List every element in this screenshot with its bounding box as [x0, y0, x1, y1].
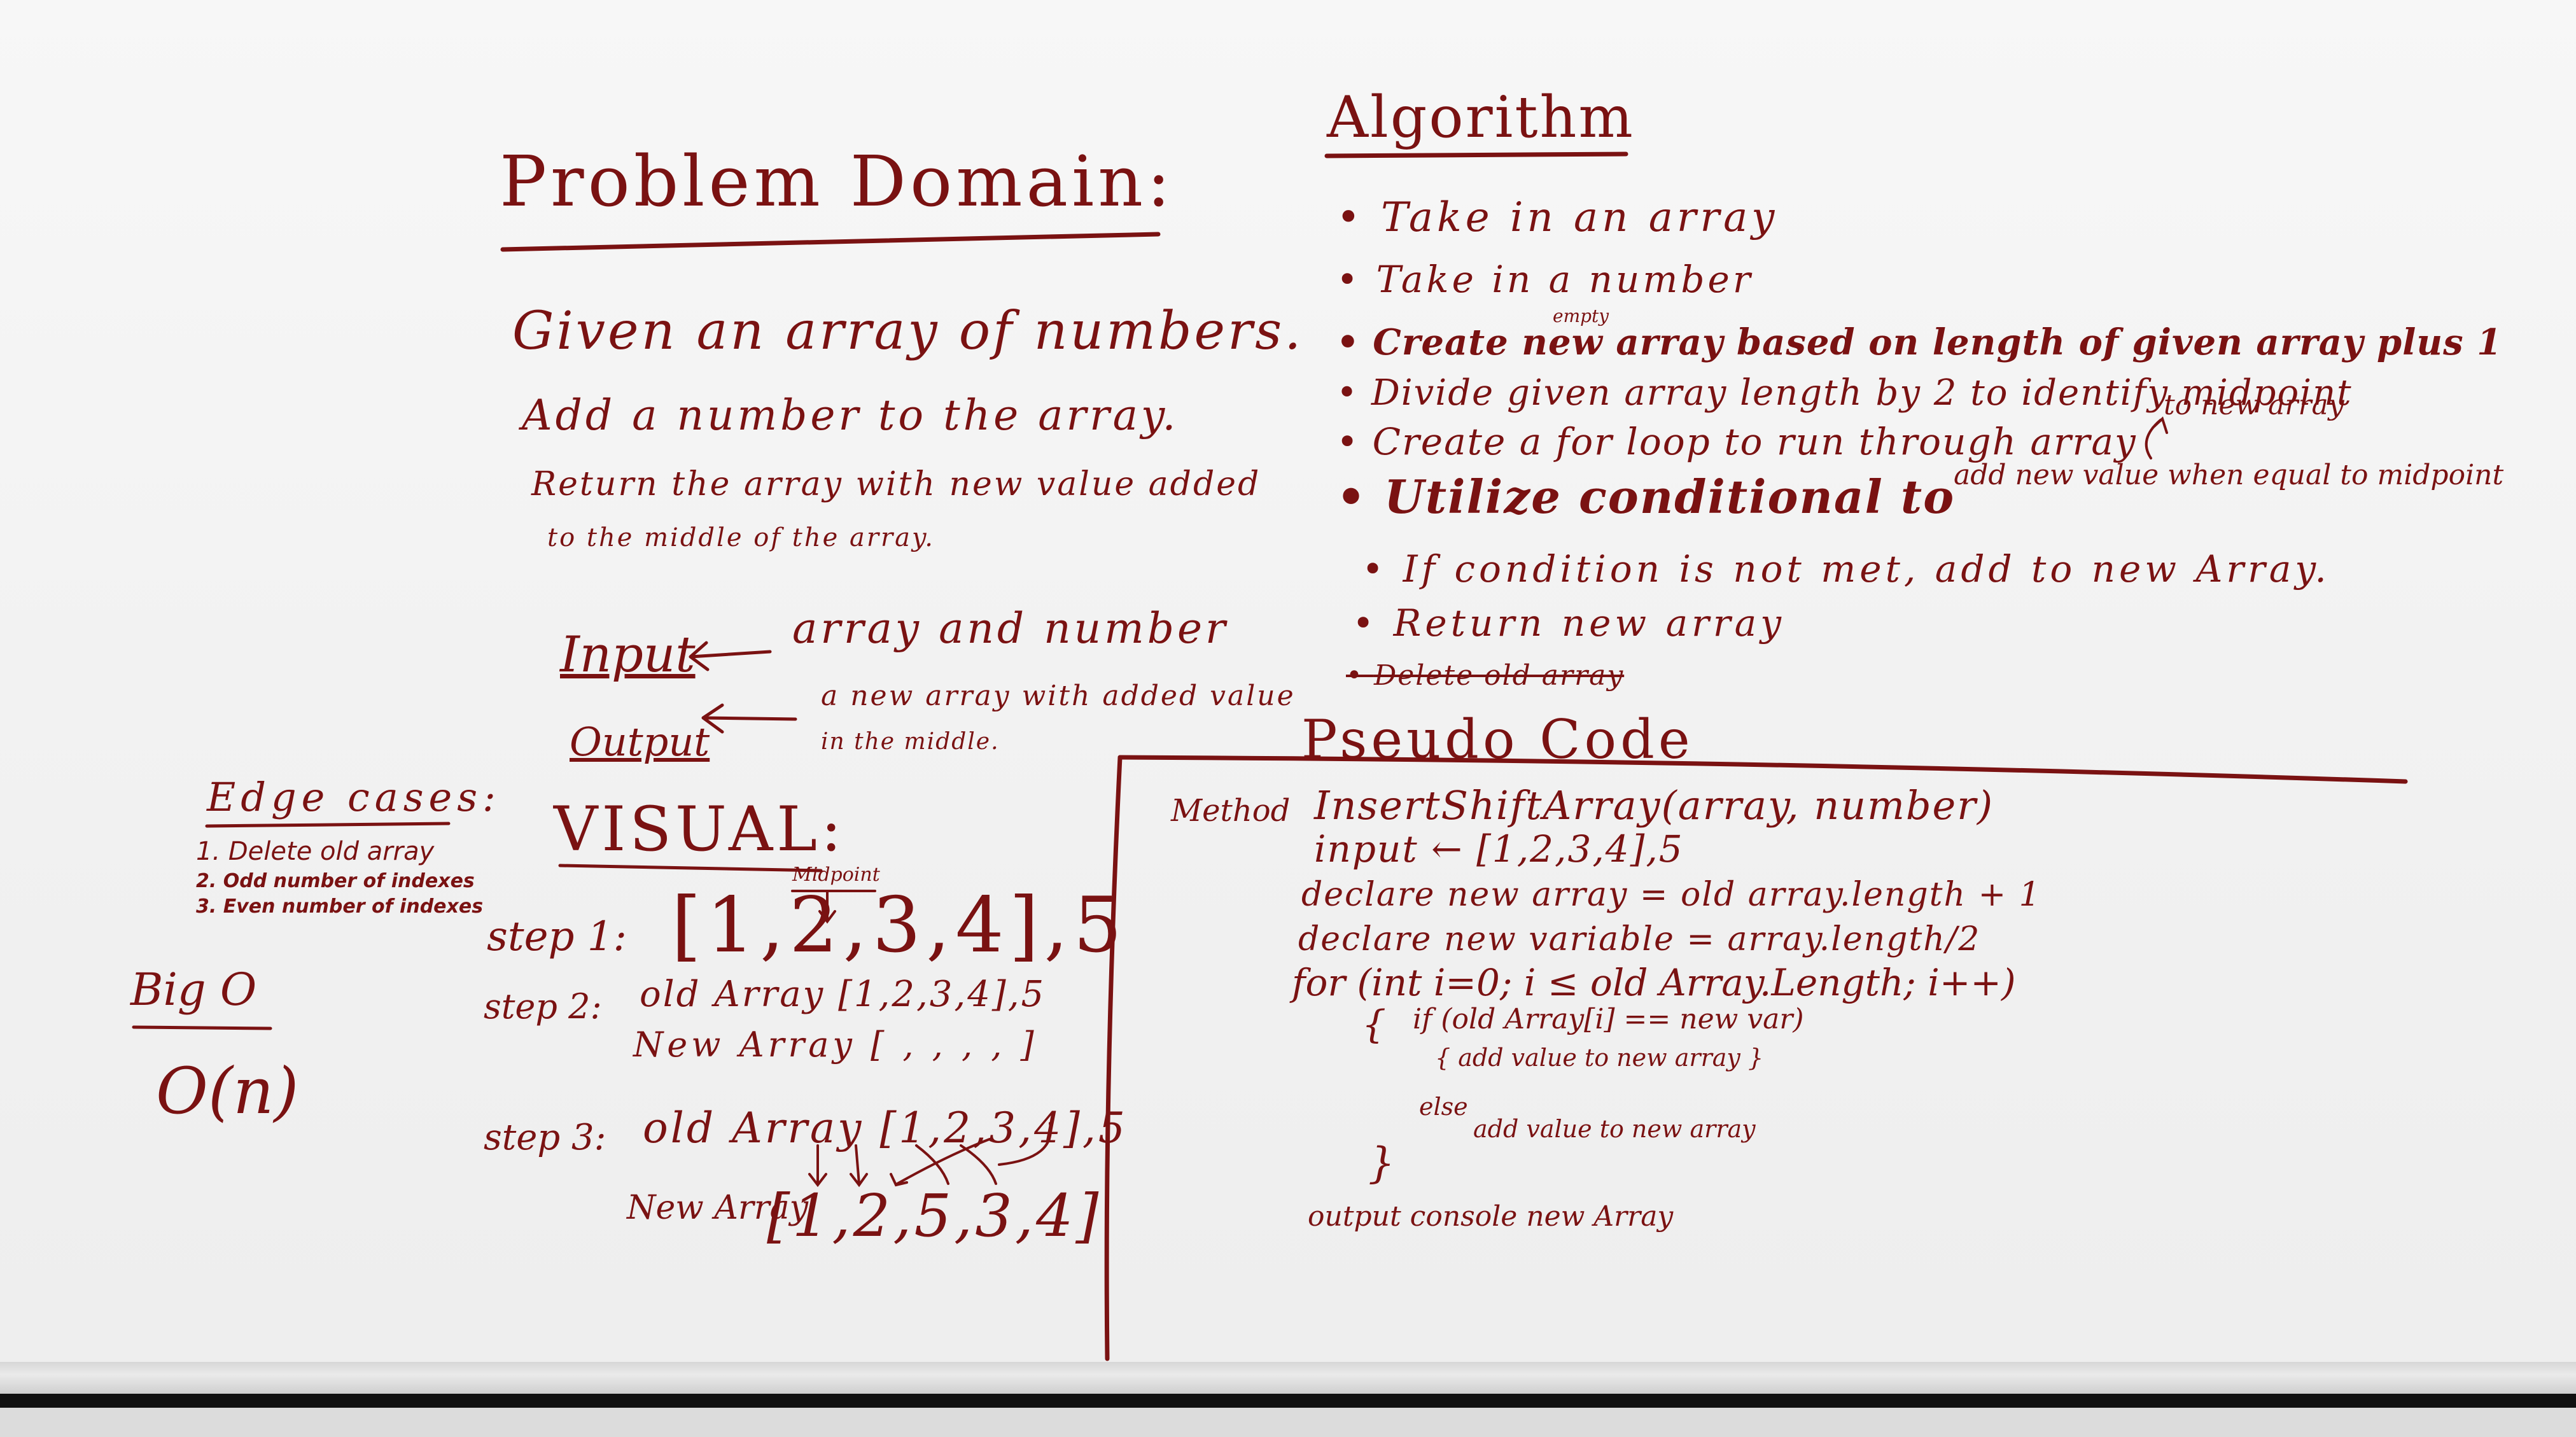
algorithm-item: • Return new array — [1352, 601, 1785, 645]
input-label: Input — [560, 626, 696, 683]
output-label: Output — [570, 719, 710, 765]
step3-arrow-2 — [850, 1144, 868, 1188]
pseudo-if-body: { add value to new array } — [1435, 1044, 1764, 1072]
pseudo-else-body: add value to new array — [1473, 1115, 1756, 1143]
pseudo-method-label: Method — [1171, 793, 1291, 829]
output-value-line2: in the middle. — [821, 729, 1000, 755]
big-o-value: O(n) — [156, 1054, 299, 1128]
return-text-line2: to the middle of the array. — [547, 523, 935, 552]
step3-arrow-1 — [808, 1144, 827, 1188]
to-new-array-arrow — [2145, 416, 2168, 459]
add-text: Add a number to the array. — [522, 391, 1179, 440]
step3-new-label: New Array — [627, 1189, 808, 1227]
algorithm-item: • Delete old array — [1346, 659, 1625, 692]
pseudo-open-brace: { — [1362, 1002, 1387, 1047]
output-arrow — [701, 703, 797, 734]
pseudo-code-title: Pseudo Code — [1301, 708, 1694, 771]
algorithm-title: Algorithm — [1327, 84, 1635, 151]
pseudo-declare1: declare new array = old array.length + 1 — [1301, 876, 2041, 914]
algorithm-superscript-empty: empty — [1553, 305, 1609, 326]
step3-arrow-3 — [890, 1138, 991, 1187]
visual-underline — [558, 864, 823, 873]
output-value-line1: a new array with added value — [821, 680, 1296, 712]
input-value: array and number — [792, 604, 1229, 653]
marker-tray — [0, 1362, 2576, 1394]
edge-cases-title: Edge cases: — [207, 774, 501, 820]
midpoint-arrow — [818, 890, 836, 924]
algorithm-item: • Take in an array — [1336, 194, 1779, 241]
big-o-title: Big O — [130, 964, 257, 1016]
algorithm-item: • Utilize conditional to — [1336, 470, 1956, 524]
step2-label: step 2: — [484, 986, 602, 1027]
wall-below-board — [0, 1408, 2576, 1437]
visual-title: VISUAL: — [554, 794, 846, 865]
step1-value: [1,2,3,4],5 — [671, 881, 1127, 970]
step1-label: step 1: — [487, 913, 627, 960]
whiteboard-bottom-edge — [0, 1394, 2576, 1408]
edge-case-item: 2. Odd number of indexes — [196, 870, 475, 892]
algorithm-item: • If condition is not met, add to new Ar… — [1362, 547, 2330, 591]
step3-new-value: [1,2,5,3,4] — [767, 1182, 1102, 1250]
algorithm-item: • Take in a number — [1336, 258, 1754, 301]
algorithm-item: • Create new array based on length of gi… — [1336, 321, 2503, 363]
edge-case-item: 1. Delete old array — [196, 837, 435, 866]
pseudo-input-line: input ← [1,2,3,4],5 — [1314, 827, 1684, 871]
edge-case-item: 3. Even number of indexes — [196, 895, 484, 918]
pseudo-code-vertical-divider — [1104, 755, 1123, 1361]
algorithm-note-add-value: add new value when equal to midpoint — [1954, 459, 2504, 491]
problem-domain-title: Problem Domain: — [500, 141, 1175, 222]
pseudo-if-line: if (old Array[i] == new var) — [1413, 1003, 1804, 1035]
step3-curve — [998, 1122, 1052, 1166]
algorithm-item: • Create a for loop to run through array — [1336, 420, 2137, 463]
pseudo-for-line: for (int i=0; i ≤ old Array.Length; i++) — [1292, 961, 2016, 1004]
pseudo-declare2: declare new variable = array.length/2 — [1298, 920, 1981, 958]
return-text-line1: Return the array with new value added — [531, 465, 1261, 503]
problem-domain-underline — [500, 232, 1161, 252]
algorithm-item: • Divide given array length by 2 to iden… — [1336, 372, 2353, 414]
step2-new: New Array [ , , , , ] — [633, 1025, 1038, 1065]
algorithm-underline — [1324, 151, 1628, 158]
algorithm-note-to-new-array: to new array — [2164, 389, 2344, 421]
midpoint-label: Midpoint — [792, 864, 880, 886]
step3-arrow-4 — [915, 1144, 949, 1185]
whiteboard — [0, 0, 2576, 1362]
step3-old: old Array [1,2,3,4],5 — [643, 1104, 1128, 1153]
step2-old: old Array [1,2,3,4],5 — [640, 974, 1046, 1015]
edge-cases-underline — [205, 822, 451, 828]
pseudo-code-divider — [1117, 755, 2408, 784]
given-text: Given an array of numbers. — [512, 301, 1304, 361]
pseudo-else-label: else — [1419, 1093, 1468, 1121]
input-arrow — [689, 641, 772, 671]
step3-arrow-5 — [960, 1144, 997, 1185]
big-o-underline — [132, 1025, 272, 1030]
pseudo-output-line: output console new Array — [1308, 1200, 1674, 1233]
pseudo-close-brace: } — [1368, 1139, 1395, 1188]
pseudo-method-name: InsertShiftArray(array, number) — [1314, 782, 1994, 829]
step3-label: step 3: — [484, 1117, 606, 1158]
